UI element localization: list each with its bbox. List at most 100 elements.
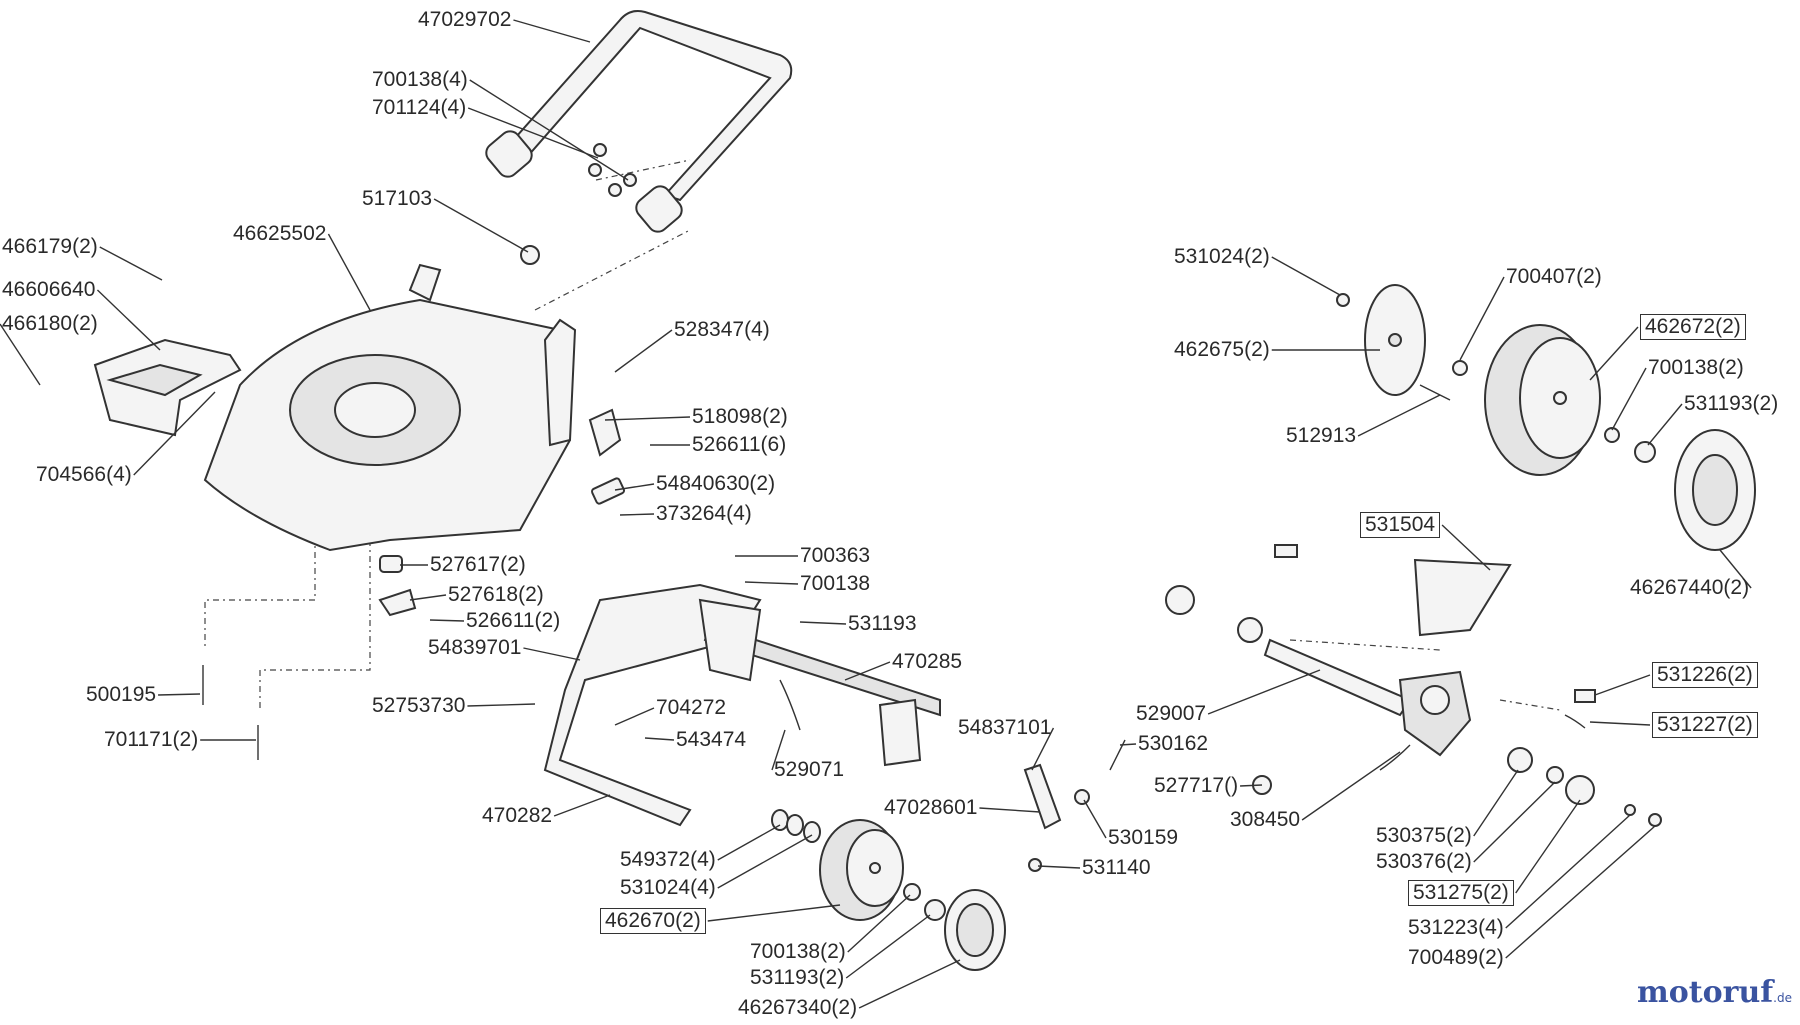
leader-500195 [158, 693, 201, 696]
leader-54837101 [1031, 727, 1055, 771]
label-529007: 529007 [1136, 702, 1207, 725]
leader-531193 [799, 621, 847, 625]
label-500195: 500195 [86, 683, 157, 706]
label-530376-2: 530376(2) [1376, 850, 1472, 873]
label-466179-2: 466179(2) [2, 235, 98, 258]
label-526611-6: 526611(6) [692, 433, 787, 456]
label-462670-2: 462670(2) [600, 908, 706, 934]
leader-46267440-2 [1719, 549, 1752, 589]
washer-531223 [1624, 804, 1636, 816]
bracket-518098 [588, 408, 622, 457]
key-rear [1274, 544, 1298, 558]
leader-531024-2 [1271, 256, 1341, 296]
label-373264-4: 373264(4) [656, 502, 752, 525]
leader-462672-2 [1589, 326, 1639, 381]
label-470285: 470285 [892, 650, 963, 673]
leader-470285 [844, 661, 891, 681]
leader-531223-4 [1505, 814, 1631, 929]
leader-462670-2 [707, 904, 841, 922]
rear-flap [93, 338, 242, 437]
label-531024-4: 531024(4) [620, 876, 716, 899]
lever-54837101 [1023, 763, 1062, 830]
washer-531024 [803, 821, 821, 843]
leader-531140 [1037, 865, 1081, 869]
label-700363: 700363 [800, 544, 871, 567]
leader-531024-4 [717, 834, 813, 889]
label-47029702: 47029702 [418, 8, 512, 31]
label-701124-4: 701124(4) [372, 96, 467, 119]
label-700138-2: 700138(2) [750, 940, 846, 963]
leader-531226-2 [1594, 674, 1651, 696]
spring-529071 [779, 679, 801, 731]
drive-axle [1263, 638, 1472, 757]
front-wheel [819, 819, 904, 921]
label-700138-2-r: 700138(2) [1648, 356, 1744, 379]
leader-700138-4 [469, 79, 629, 181]
leader-52753730 [467, 703, 536, 707]
leader-527618-2 [409, 594, 447, 601]
clip-527618 [378, 588, 417, 617]
label-52753730: 52753730 [372, 694, 466, 717]
handle-lower-frame [543, 583, 941, 827]
label-531024-2: 531024(2) [1174, 245, 1270, 268]
label-470282: 470282 [482, 804, 553, 827]
leader-47029702 [513, 19, 591, 43]
leader-466180-2 [0, 323, 41, 386]
leader-518098-2 [604, 416, 691, 421]
leader-529007 [1207, 669, 1321, 715]
spring-531227 [1564, 714, 1586, 729]
label-466180-2: 466180(2) [2, 312, 98, 335]
label-462675-2: 462675(2) [1174, 338, 1270, 361]
label-527717: 527717() [1154, 774, 1239, 797]
washer-549372-b [786, 814, 804, 836]
leader-701124-4 [467, 107, 599, 159]
leader-527717 [1240, 784, 1263, 787]
label-46606640: 46606640 [2, 278, 96, 301]
leader-531227-2 [1589, 721, 1651, 726]
label-549372-4: 549372(4) [620, 848, 716, 871]
washer-549372-a [771, 809, 789, 831]
leader-528347-4 [614, 329, 673, 373]
nut-531140 [1028, 858, 1042, 872]
leader-531193-2-r [1647, 403, 1683, 446]
watermark-text: motoruf [1637, 975, 1774, 1010]
label-704272: 704272 [656, 696, 727, 719]
key-531226 [1574, 689, 1596, 703]
label-54840630-2: 54840630(2) [656, 472, 776, 495]
watermark-logo: motoruf.de [1637, 975, 1792, 1010]
leader-466179-2 [99, 246, 163, 281]
leader-54840630-2 [614, 483, 655, 491]
washer-b [608, 183, 622, 197]
label-530159: 530159 [1108, 826, 1179, 849]
label-531227-2: 531227(2) [1652, 712, 1758, 738]
leader-549372-4 [717, 824, 781, 861]
label-47028601: 47028601 [884, 796, 978, 819]
washer-700138-r [1604, 427, 1620, 443]
leader-54839701 [523, 647, 581, 661]
leader-46625502 [327, 233, 371, 311]
leader-530375-2 [1473, 769, 1519, 837]
leader-308450 [1301, 751, 1401, 821]
gear-a [1237, 617, 1263, 643]
label-512913: 512913 [1286, 424, 1357, 447]
label-531193: 531193 [848, 612, 917, 635]
nut-b [623, 173, 637, 187]
label-527618-2: 527618(2) [448, 583, 544, 606]
label-530162: 530162 [1138, 732, 1209, 755]
label-700489-2: 700489(2) [1408, 946, 1504, 969]
washer-531024-r [1336, 293, 1350, 307]
label-530375-2: 530375(2) [1376, 824, 1472, 847]
clip-527617 [379, 555, 403, 573]
label-700138-4: 700138(4) [372, 68, 468, 91]
leader-531193-2 [845, 914, 931, 979]
label-543474: 543474 [676, 728, 747, 751]
leader-47028601 [979, 807, 1041, 813]
label-531140: 531140 [1082, 856, 1151, 879]
label-528347-4: 528347(4) [674, 318, 770, 341]
bearing-530375 [1507, 747, 1533, 773]
leader-470282 [553, 794, 611, 817]
leader-526611-2 [429, 619, 465, 622]
wheel-cover-462675 [1364, 284, 1426, 396]
